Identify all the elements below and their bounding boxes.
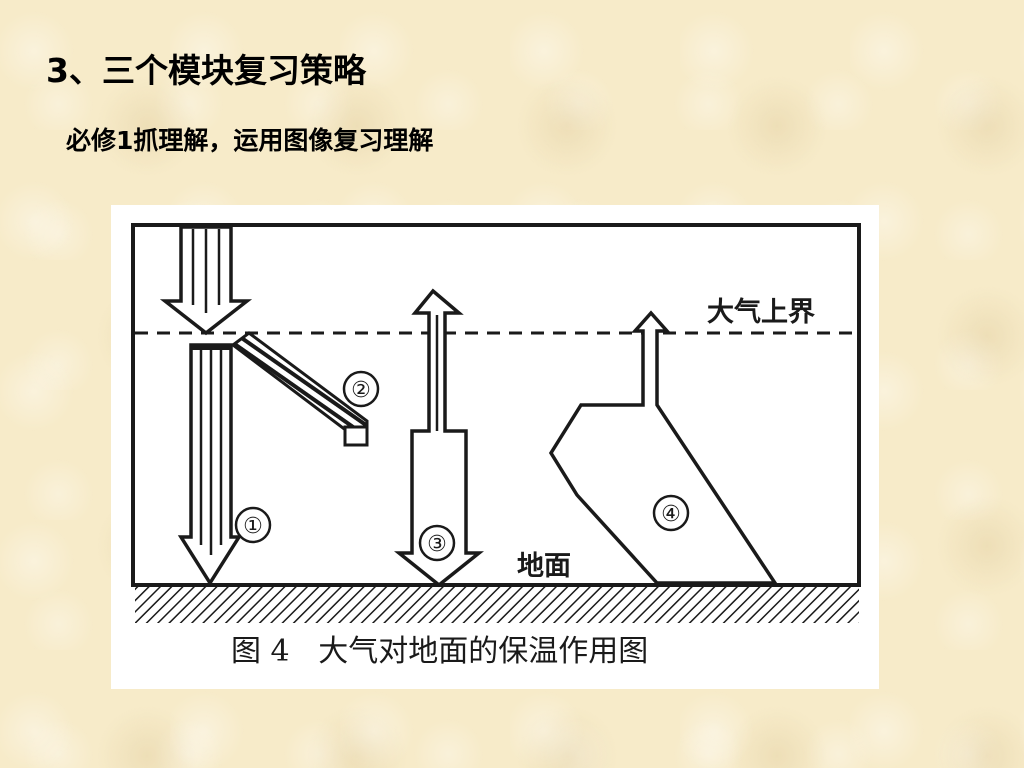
incoming-radiation-arrow [159,225,253,336]
label-arrow-2: ② [342,370,380,408]
label-arrow-2-text: ② [351,378,371,403]
label-arrow-3: ③ [418,524,456,562]
label-arrow-3-text: ③ [427,532,447,557]
label-arrow-4: ④ [652,494,690,532]
arrow-4-counter-radiation [548,310,779,585]
slide-subtitle: 必修1抓理解，运用图像复习理解 [66,126,434,155]
ground-label: 地面 [517,551,571,582]
arrow-2-atmospheric-branch [230,331,369,447]
atmosphere-insulation-diagram: 大气上界 [111,205,879,689]
diagram-svg: 大气上界 [131,223,861,669]
label-arrow-4-text: ④ [661,502,681,527]
upper-boundary-label: 大气上界 [707,297,815,328]
ground-hatching [135,585,859,623]
arrow-1-solar-radiation [177,343,243,587]
diagram-caption: 图 4 大气对地面的保温作用图 [231,634,648,669]
label-arrow-1-text: ① [243,514,263,539]
arrow-1-cap [191,344,231,350]
slide-title: 3、三个模块复习策略 [46,51,366,90]
label-arrow-1: ① [234,506,272,544]
